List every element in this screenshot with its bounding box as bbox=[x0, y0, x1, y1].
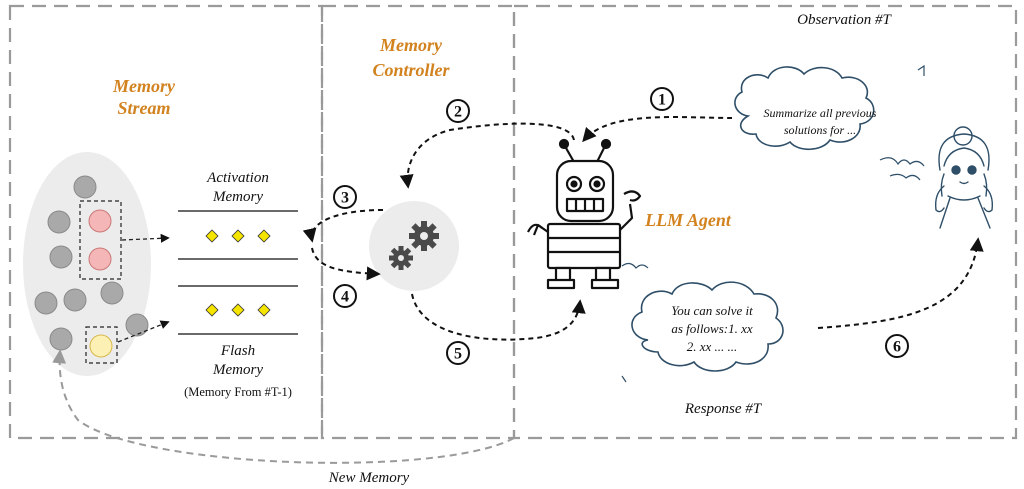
memory-node bbox=[49, 245, 73, 269]
activation-memory-node bbox=[88, 209, 112, 233]
step-badge-2: 2 bbox=[446, 99, 470, 123]
memory-node bbox=[49, 327, 73, 351]
robot-icon bbox=[527, 138, 642, 290]
llm-agent-frame bbox=[512, 4, 1018, 440]
diamond-marker bbox=[257, 303, 271, 317]
gear-icon bbox=[409, 221, 439, 251]
activation-diamonds bbox=[205, 229, 271, 243]
new-memory-arrow bbox=[52, 349, 515, 464]
response-text-line1: You can solve it bbox=[671, 303, 753, 318]
memory-node bbox=[47, 210, 71, 234]
diamond-marker bbox=[231, 303, 245, 317]
flash-memory-node bbox=[89, 334, 113, 358]
memory-node bbox=[34, 291, 58, 315]
diamond-marker bbox=[231, 229, 245, 243]
step-number: 3 bbox=[341, 190, 349, 207]
response-cloud bbox=[631, 281, 784, 372]
memory-pool bbox=[23, 152, 151, 376]
step-badge-4: 4 bbox=[333, 284, 357, 308]
response-title: Response #T bbox=[684, 401, 763, 417]
step-badge-6: 6 bbox=[885, 334, 909, 358]
memory-stream-title: Memory Stream bbox=[112, 76, 176, 118]
step-badge-5: 5 bbox=[446, 341, 470, 365]
arrow-6-response-to-user bbox=[817, 237, 984, 329]
diamond-marker bbox=[257, 229, 271, 243]
arrow-2-agent-to-controller bbox=[399, 122, 575, 189]
step-number: 5 bbox=[454, 346, 462, 363]
activation-selection-box bbox=[79, 200, 122, 280]
diamond-marker bbox=[205, 303, 219, 317]
memory-stream-title-line2: Stream bbox=[117, 98, 170, 118]
observation-text-line2: solutions for ... bbox=[784, 123, 856, 137]
flash-memory-note: (Memory From #T-1) bbox=[184, 385, 292, 399]
memory-nodes bbox=[34, 175, 149, 351]
flow-arrows bbox=[302, 116, 984, 341]
memory-controller-title: Memory Controller bbox=[372, 35, 450, 80]
memory-node bbox=[63, 288, 87, 312]
step-badge-1: 1 bbox=[650, 87, 674, 111]
observation-title: Observation #T bbox=[797, 12, 892, 28]
step-number: 2 bbox=[454, 104, 462, 121]
memory-controller-title-line2: Controller bbox=[372, 60, 450, 80]
new-memory-label: New Memory bbox=[328, 470, 410, 486]
memory-slot-lines bbox=[178, 210, 298, 335]
arrow-3-controller-to-bank bbox=[302, 209, 384, 243]
step-number: 6 bbox=[893, 339, 901, 356]
step-badge-3: 3 bbox=[333, 185, 357, 209]
gear-icon bbox=[389, 246, 413, 270]
arrow-4-bank-to-controller bbox=[311, 247, 381, 281]
flash-memory-label-line2: Memory bbox=[212, 362, 263, 378]
memory-node bbox=[73, 175, 97, 199]
scribble-decoration bbox=[621, 64, 925, 383]
step-number: 4 bbox=[341, 289, 349, 306]
activation-pointer-arrow bbox=[121, 233, 170, 243]
activation-memory-node bbox=[88, 247, 112, 271]
diamond-marker bbox=[205, 229, 219, 243]
observation-text-line1: Summarize all previous bbox=[764, 106, 877, 120]
memory-stream-frame bbox=[8, 4, 324, 440]
flash-pointer-arrow bbox=[117, 320, 170, 343]
memory-controller-title-line1: Memory bbox=[379, 35, 443, 55]
response-text-line2: as follows:1. xx bbox=[671, 321, 752, 336]
arrow-5-controller-to-agent bbox=[411, 293, 586, 341]
observation-cloud bbox=[734, 66, 875, 151]
arrow-1-observation-to-agent bbox=[582, 116, 733, 143]
flash-memory-label-line1: Flash bbox=[220, 343, 255, 359]
response-text-line3: 2. xx ... ... bbox=[687, 339, 738, 354]
flash-selection-box bbox=[85, 326, 118, 364]
section-frames bbox=[8, 4, 1018, 440]
memory-node bbox=[100, 281, 124, 305]
flash-diamonds bbox=[205, 303, 271, 317]
activation-memory-label-line1: Activation bbox=[206, 170, 269, 186]
llm-agent-label: LLM Agent bbox=[644, 210, 732, 230]
memory-stream-title-line1: Memory bbox=[112, 76, 176, 96]
activation-memory-label-line2: Memory bbox=[212, 189, 263, 205]
memory-node bbox=[125, 313, 149, 337]
user-avatar-icon bbox=[934, 126, 994, 229]
step-number: 1 bbox=[658, 92, 666, 109]
